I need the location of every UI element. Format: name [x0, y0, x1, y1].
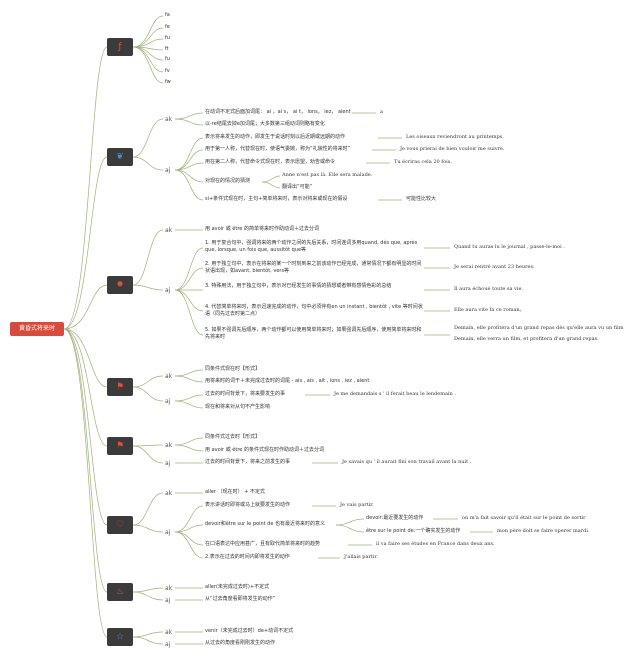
usage-text: 表示将来发生的动作，即发生于说话时刻以后近期或远期的动作: [205, 134, 346, 140]
form-suffix: a: [380, 109, 383, 115]
example-text: Je vous prierai de bien vouloir me suivr…: [400, 146, 505, 152]
branch-node-1[interactable]: ƒ: [107, 38, 133, 56]
sub-usage-text: être sur le point de:一个确实发生的动作: [366, 528, 461, 534]
usage-text: 2.表示在过去的时间内即将发生的动作: [205, 554, 290, 560]
form-text: venir（未完成过去时）de+动词不定式: [205, 628, 294, 634]
form-text: 用 avoir 或 être 的条件式现在时作助动词＋过去分词: [205, 447, 324, 453]
example-text: mon père doit se faire operer mardi.: [497, 528, 590, 534]
list-item: fu: [165, 56, 170, 62]
form-text: aller(未完成过去时)+不定式: [205, 584, 270, 590]
example-text: 可能性比较大: [406, 196, 437, 202]
branch-node-6[interactable]: ♡: [107, 516, 133, 534]
sub-usage-text: devoir:最近要发生的动作: [366, 515, 424, 521]
form-text: 用 avoir 或 être 的简单将来时作助动词＋过去分词: [205, 226, 319, 232]
example-text: Tu écriras cela 20 fois.: [394, 159, 452, 165]
list-item: fu: [165, 35, 170, 41]
example-text: Demain, elle profitera d'un grand repas …: [454, 325, 624, 331]
example-text: Quand tu auras lu le journal , passe-le-…: [454, 244, 565, 250]
usage-text: 对现在的情况的猜测: [205, 178, 251, 184]
example-text: Demain, elle verra un film, et profitera…: [454, 336, 599, 342]
form-text: 用将来时的词干＋未完成过去时的词尾 - ais , ais , ait , io…: [205, 378, 370, 384]
ak-label: ak: [165, 629, 173, 636]
usage-text: 过去的时间背景下，将来要发生的事: [205, 391, 286, 397]
usage-text: 3. 特殊用法，用于独立句中，表示对已经发生的事情的猜想或者带有感情色彩的总结: [205, 283, 392, 289]
heart-icon: ♡: [115, 520, 125, 530]
form-text: 同条件式现在时【形式】: [205, 366, 261, 372]
branch-node-2[interactable]: ❦: [107, 148, 133, 166]
list-item: ft: [165, 46, 169, 52]
example-text: Il aura échoué toute sa vie.: [454, 286, 523, 292]
aj-label: aj: [165, 641, 171, 648]
star-icon: ☆: [115, 632, 125, 642]
list-item: fw: [165, 79, 171, 85]
stamp-icon: ✸: [116, 280, 124, 290]
ak-label: ak: [165, 585, 173, 592]
ak-label: ak: [165, 373, 173, 380]
usage-text: 5. 如果不强调先后顺序，两个动作都可以使用简单将来时；如果强调先后顺序，使用简…: [205, 327, 422, 340]
usage-text: 从“过去角度看即将发生的动作”: [205, 596, 276, 602]
usage-text: 用在第二人称，代替命令式现在时，表示愿望，劝告或命令: [205, 159, 336, 165]
aj-label: aj: [165, 597, 171, 604]
example-text: il va faire ses études en France dans de…: [376, 541, 495, 547]
aj-label: aj: [165, 398, 171, 405]
flag-icon: ⚑: [115, 441, 125, 451]
usage-text: 现在和将来对从句不产生影响: [205, 404, 271, 410]
form-text: 以-re结尾去掉e加词尾；大多数第三组动词则略有变化: [205, 121, 325, 127]
function-icon: ƒ: [118, 42, 122, 52]
ak-label: ak: [165, 490, 173, 497]
example-text: Elle aura vite fa ce roman。: [454, 307, 525, 313]
branch-node-3[interactable]: ✸: [107, 276, 133, 294]
usage-text: 过去的时间背景下，将来之前发生的事: [205, 459, 291, 465]
form-text: aller （现在时） + 不定式: [205, 489, 265, 495]
leaf-icon: ❦: [116, 152, 124, 162]
example-text: Anne n'est pas là. Elle sera malade.: [282, 172, 373, 178]
root-title: 黄昏式将来时: [18, 325, 55, 332]
example-text: Je vais partir.: [340, 502, 374, 508]
branch-node-7[interactable]: ♨: [107, 583, 133, 601]
example-text: Je me demandais s ' il ferait beau le le…: [334, 391, 456, 397]
aj-label: aj: [165, 529, 171, 536]
usage-text: 用于第一人称，代替现在时，使语气委婉，称为“礼貌性的将来时”: [205, 146, 351, 152]
fire-icon: ♨: [115, 587, 125, 597]
aj-label: aj: [165, 460, 171, 467]
branch-node-4[interactable]: ⚑: [107, 378, 133, 396]
flag-icon: ⚑: [115, 382, 125, 392]
example-text: Je serai rentré avant 23 heures.: [454, 264, 535, 270]
example-text: Je savais qu ' il aurait fini son travai…: [342, 459, 472, 465]
example-text: J'allais partir.: [344, 554, 378, 560]
aj-label: aj: [165, 287, 171, 294]
usage-text: 1. 用于复合句中，强调将来的两个动作之间的先后关系，时间连词多用quand, …: [205, 240, 418, 253]
branch-node-8[interactable]: ☆: [107, 628, 133, 646]
usage-text: si+条件式现在时，主句+简单将来时，表示对将来或现在的假设: [205, 196, 348, 202]
form-text: 在动词不定式后面加词尾： ai ，ai s， ai t， ions， iez， …: [205, 109, 351, 115]
branch-node-5[interactable]: ⚑: [107, 437, 133, 455]
root-node[interactable]: 黄昏式将来时: [10, 322, 64, 336]
usage-text: 2. 用于独立句中，表示在将来的某一个时刻到来之前该动作已经完成，通常情况下都有…: [205, 261, 422, 274]
usage-text: 在口语表达中应用甚广，且有取代简单将来时的趋势: [205, 541, 321, 547]
ak-label: ak: [165, 442, 173, 449]
ak-label: ak: [165, 227, 173, 234]
example-text: on m'a fait savoir qu'il était sur le po…: [462, 515, 586, 521]
usage-text: 4. 代替简单将来时，表示迅速完成的动作，句中必须伴有en un instant…: [205, 304, 423, 317]
list-item: fa: [165, 12, 170, 18]
example-text: 翻译出“可能”: [282, 184, 313, 190]
usage-text: devoir和être sur le point de 也有最近将来时的意义: [205, 521, 326, 527]
list-item: fv: [165, 68, 170, 74]
list-item: fe: [165, 24, 170, 30]
ak-label: ak: [165, 116, 173, 123]
form-text: 同条件式过去时【形式】: [205, 434, 261, 440]
aj-label: aj: [165, 167, 171, 174]
usage-text: 从过去的角度看刚刚发生的动作: [205, 640, 276, 646]
example-text: Les oiseaux reviendront au printemps.: [406, 134, 504, 140]
usage-text: 表示讲话时即将或马上就要发生的动作: [205, 502, 291, 508]
